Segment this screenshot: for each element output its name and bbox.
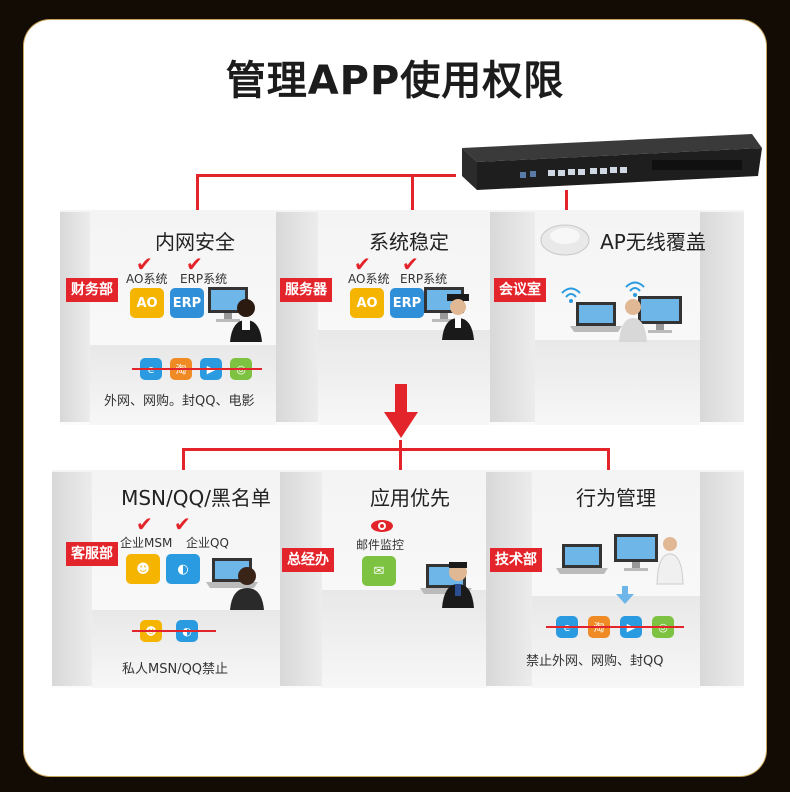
room-floor <box>322 590 510 688</box>
room-floor <box>535 340 700 425</box>
room-floor <box>532 596 700 688</box>
connector <box>607 448 610 472</box>
tag-server: 服务器 <box>280 278 332 302</box>
caption-tech: 禁止外网、网购、封QQ <box>526 654 664 669</box>
monitor-icon <box>614 534 658 571</box>
app-label: AO系统 <box>348 272 390 286</box>
check-icon: ✔ <box>174 512 191 536</box>
ao-tile-icon: AO <box>350 288 384 318</box>
room-wall <box>700 472 744 686</box>
room-wall <box>60 212 90 422</box>
room-floor <box>318 330 512 425</box>
strike-line <box>132 630 216 632</box>
room-floor <box>90 345 310 425</box>
tag-tech: 技术部 <box>490 548 542 572</box>
arrow-down-icon <box>616 586 634 604</box>
person-icon <box>442 294 474 340</box>
tag-general: 总经办 <box>282 548 334 572</box>
connector <box>182 448 185 472</box>
strike-line <box>132 368 262 370</box>
app-label: 企业MSM <box>120 536 173 550</box>
monitor-icon <box>638 296 682 333</box>
connector <box>182 448 610 451</box>
tag-service: 客服部 <box>66 542 118 566</box>
erp-tile-icon: ERP <box>390 288 424 318</box>
room-wall <box>486 472 532 686</box>
msn-tile-icon: ☻ <box>126 554 160 584</box>
room-wall <box>280 472 322 686</box>
caption-finance: 外网、网购。封QQ、电影 <box>104 394 255 409</box>
app-label: 企业QQ <box>186 536 229 550</box>
laptop-icon <box>570 302 622 332</box>
room-label-service: MSN/QQ/黑名单 <box>121 486 271 510</box>
arrow-down-icon <box>384 384 418 438</box>
room-label-server: 系统稳定 <box>369 230 449 254</box>
connector <box>565 190 568 212</box>
monitor-icon <box>208 287 248 322</box>
person-icon <box>442 562 474 608</box>
check-icon: ✔ <box>354 252 371 276</box>
check-icon: ✔ <box>186 252 203 276</box>
eye-icon <box>371 520 393 532</box>
connector <box>411 174 414 212</box>
person-icon <box>230 299 262 342</box>
wifi-icon <box>561 287 581 303</box>
switch-icon <box>462 134 762 190</box>
check-icon: ✔ <box>402 252 419 276</box>
room-label-meeting: AP无线覆盖 <box>600 230 706 254</box>
connector <box>196 174 199 212</box>
laptop-icon <box>556 544 608 574</box>
room-label-finance: 内网安全 <box>155 230 235 254</box>
room-wall <box>276 212 318 422</box>
qq-tile-icon: ◐ <box>166 554 200 584</box>
room-wall <box>52 472 92 686</box>
check-icon: ✔ <box>136 252 153 276</box>
ap-device-icon <box>540 224 590 256</box>
person-icon <box>619 299 647 342</box>
connector <box>399 440 402 472</box>
room-label-tech: 行为管理 <box>576 486 656 510</box>
connector <box>196 174 456 177</box>
tag-meeting: 会议室 <box>494 278 546 302</box>
ao-tile-icon: AO <box>130 288 164 318</box>
wifi-icon <box>625 281 645 297</box>
page-title: 管理APP使用权限 <box>225 58 565 104</box>
check-icon: ✔ <box>136 512 153 536</box>
app-label: ERP系统 <box>180 272 228 286</box>
strike-line <box>546 626 684 628</box>
app-label: 邮件监控 <box>356 538 405 552</box>
person-icon <box>656 537 684 585</box>
person-icon <box>230 567 264 610</box>
room-wall <box>700 212 744 422</box>
app-label: ERP系统 <box>400 272 448 286</box>
mail-icon: ✉ <box>362 556 396 586</box>
app-label: AO系统 <box>126 272 168 286</box>
room-label-general: 应用优先 <box>370 486 450 510</box>
caption-service: 私人MSN/QQ禁止 <box>122 662 229 677</box>
erp-tile-icon: ERP <box>170 288 204 318</box>
tag-finance: 财务部 <box>66 278 118 302</box>
room-wall <box>490 212 535 422</box>
